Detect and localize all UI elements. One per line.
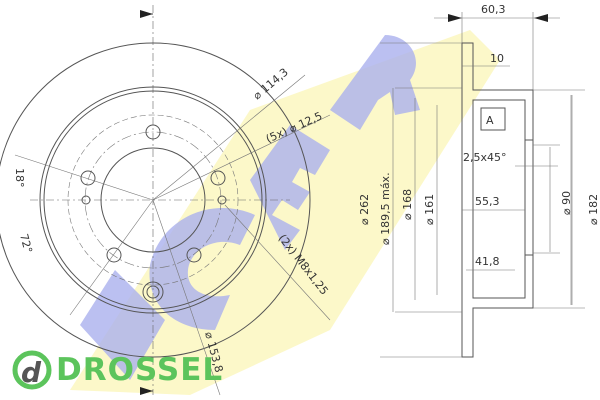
- drossel-logo-icon: d: [12, 350, 52, 390]
- dim-angle-18: 18°: [13, 168, 26, 188]
- drossel-logo: d DROSSEL: [12, 350, 223, 390]
- dim-chamfer: 2,5x45°: [463, 151, 507, 164]
- dim-55-3: 55,3: [475, 195, 500, 208]
- datum-box: [480, 107, 506, 131]
- dim-angle-72: 72°: [17, 232, 35, 254]
- dim-262: ⌀ 262: [358, 194, 371, 225]
- svg-text:d: d: [21, 356, 42, 389]
- side-view: [380, 12, 585, 358]
- dim-161: ⌀ 161: [423, 194, 436, 225]
- icer-watermark: [70, 30, 500, 395]
- dim-168: ⌀ 168: [401, 189, 414, 220]
- front-view: [0, 5, 331, 396]
- datum-label: A: [486, 114, 494, 127]
- dim-182: ⌀ 182: [587, 194, 600, 225]
- dim-height: 60,3: [481, 3, 506, 16]
- dim-90: ⌀ 90: [560, 191, 573, 215]
- drossel-logo-text: DROSSEL: [56, 352, 224, 388]
- dim-41-8: 41,8: [475, 255, 500, 268]
- dim-thickness: 10: [490, 52, 504, 65]
- dim-189-5: ⌀ 189,5 máx.: [379, 172, 392, 245]
